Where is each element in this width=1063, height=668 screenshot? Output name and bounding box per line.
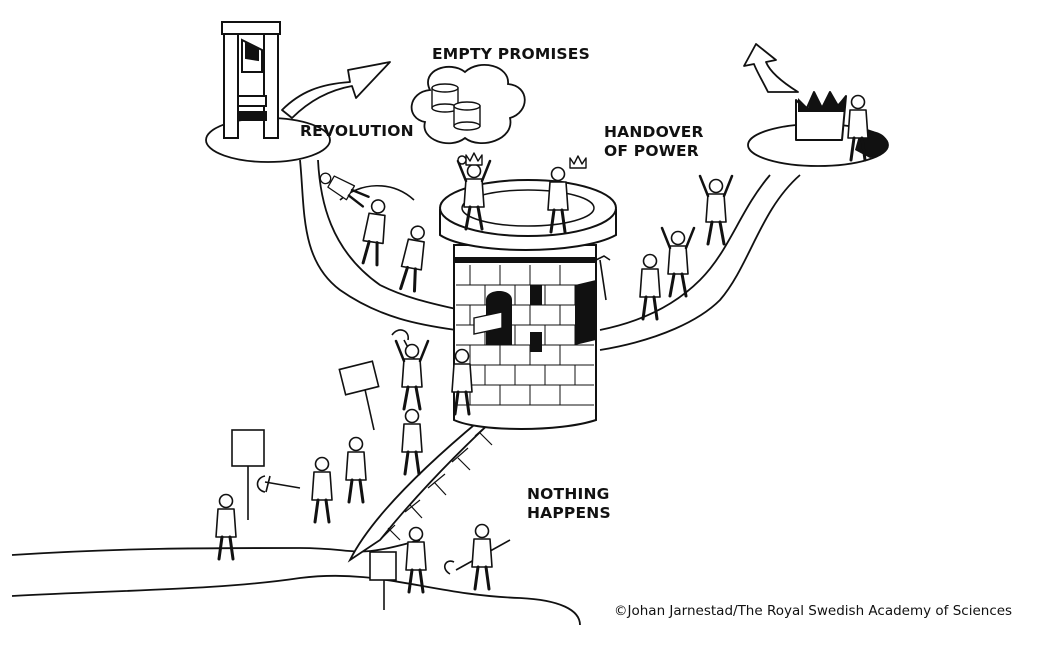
credit-text: ©Johan Jarnestad/The Royal Swedish Acade… — [614, 603, 1013, 619]
guillotine-icon — [221, 21, 281, 139]
thought-bubble — [410, 63, 526, 165]
label-revolution: REVOLUTION — [300, 122, 414, 140]
path-revolution — [299, 159, 461, 331]
tower-icon — [439, 179, 617, 430]
label-nothing-line2: HAPPENS — [527, 504, 611, 522]
crowd-revolution — [315, 167, 431, 294]
label-handover-line1: HANDOVER — [604, 123, 704, 141]
road — [11, 539, 581, 626]
label-empty-promises: EMPTY PROMISES — [432, 45, 590, 63]
crowd-handover — [638, 174, 734, 321]
protest-sign-icon — [231, 360, 397, 610]
guillotine-platform — [205, 21, 391, 163]
crown-icon — [795, 91, 847, 141]
crowd-street — [214, 255, 611, 610]
coins-icon — [431, 83, 481, 131]
crown-platform — [743, 43, 889, 167]
label-handover-line2: OF POWER — [604, 142, 699, 160]
arrow-icon — [281, 61, 391, 119]
label-nothing-line1: NOTHING — [527, 485, 610, 503]
arrow-icon — [743, 43, 799, 93]
path-handover — [599, 174, 801, 351]
